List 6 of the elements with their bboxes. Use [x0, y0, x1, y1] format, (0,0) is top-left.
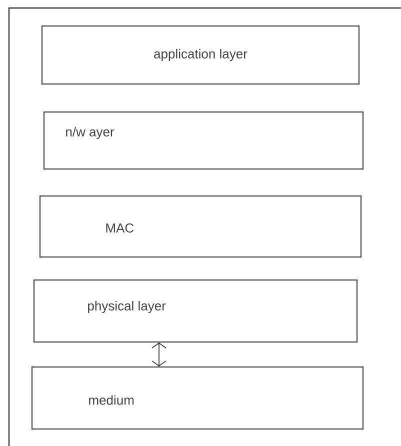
layer-box: MAC	[40, 196, 362, 258]
layer-box: n/w ayer	[44, 112, 364, 170]
double-arrow	[152, 342, 166, 366]
layer-box: application layer	[42, 26, 360, 84]
layer-box: medium	[32, 366, 364, 430]
layer-box: physical layer	[34, 280, 358, 342]
